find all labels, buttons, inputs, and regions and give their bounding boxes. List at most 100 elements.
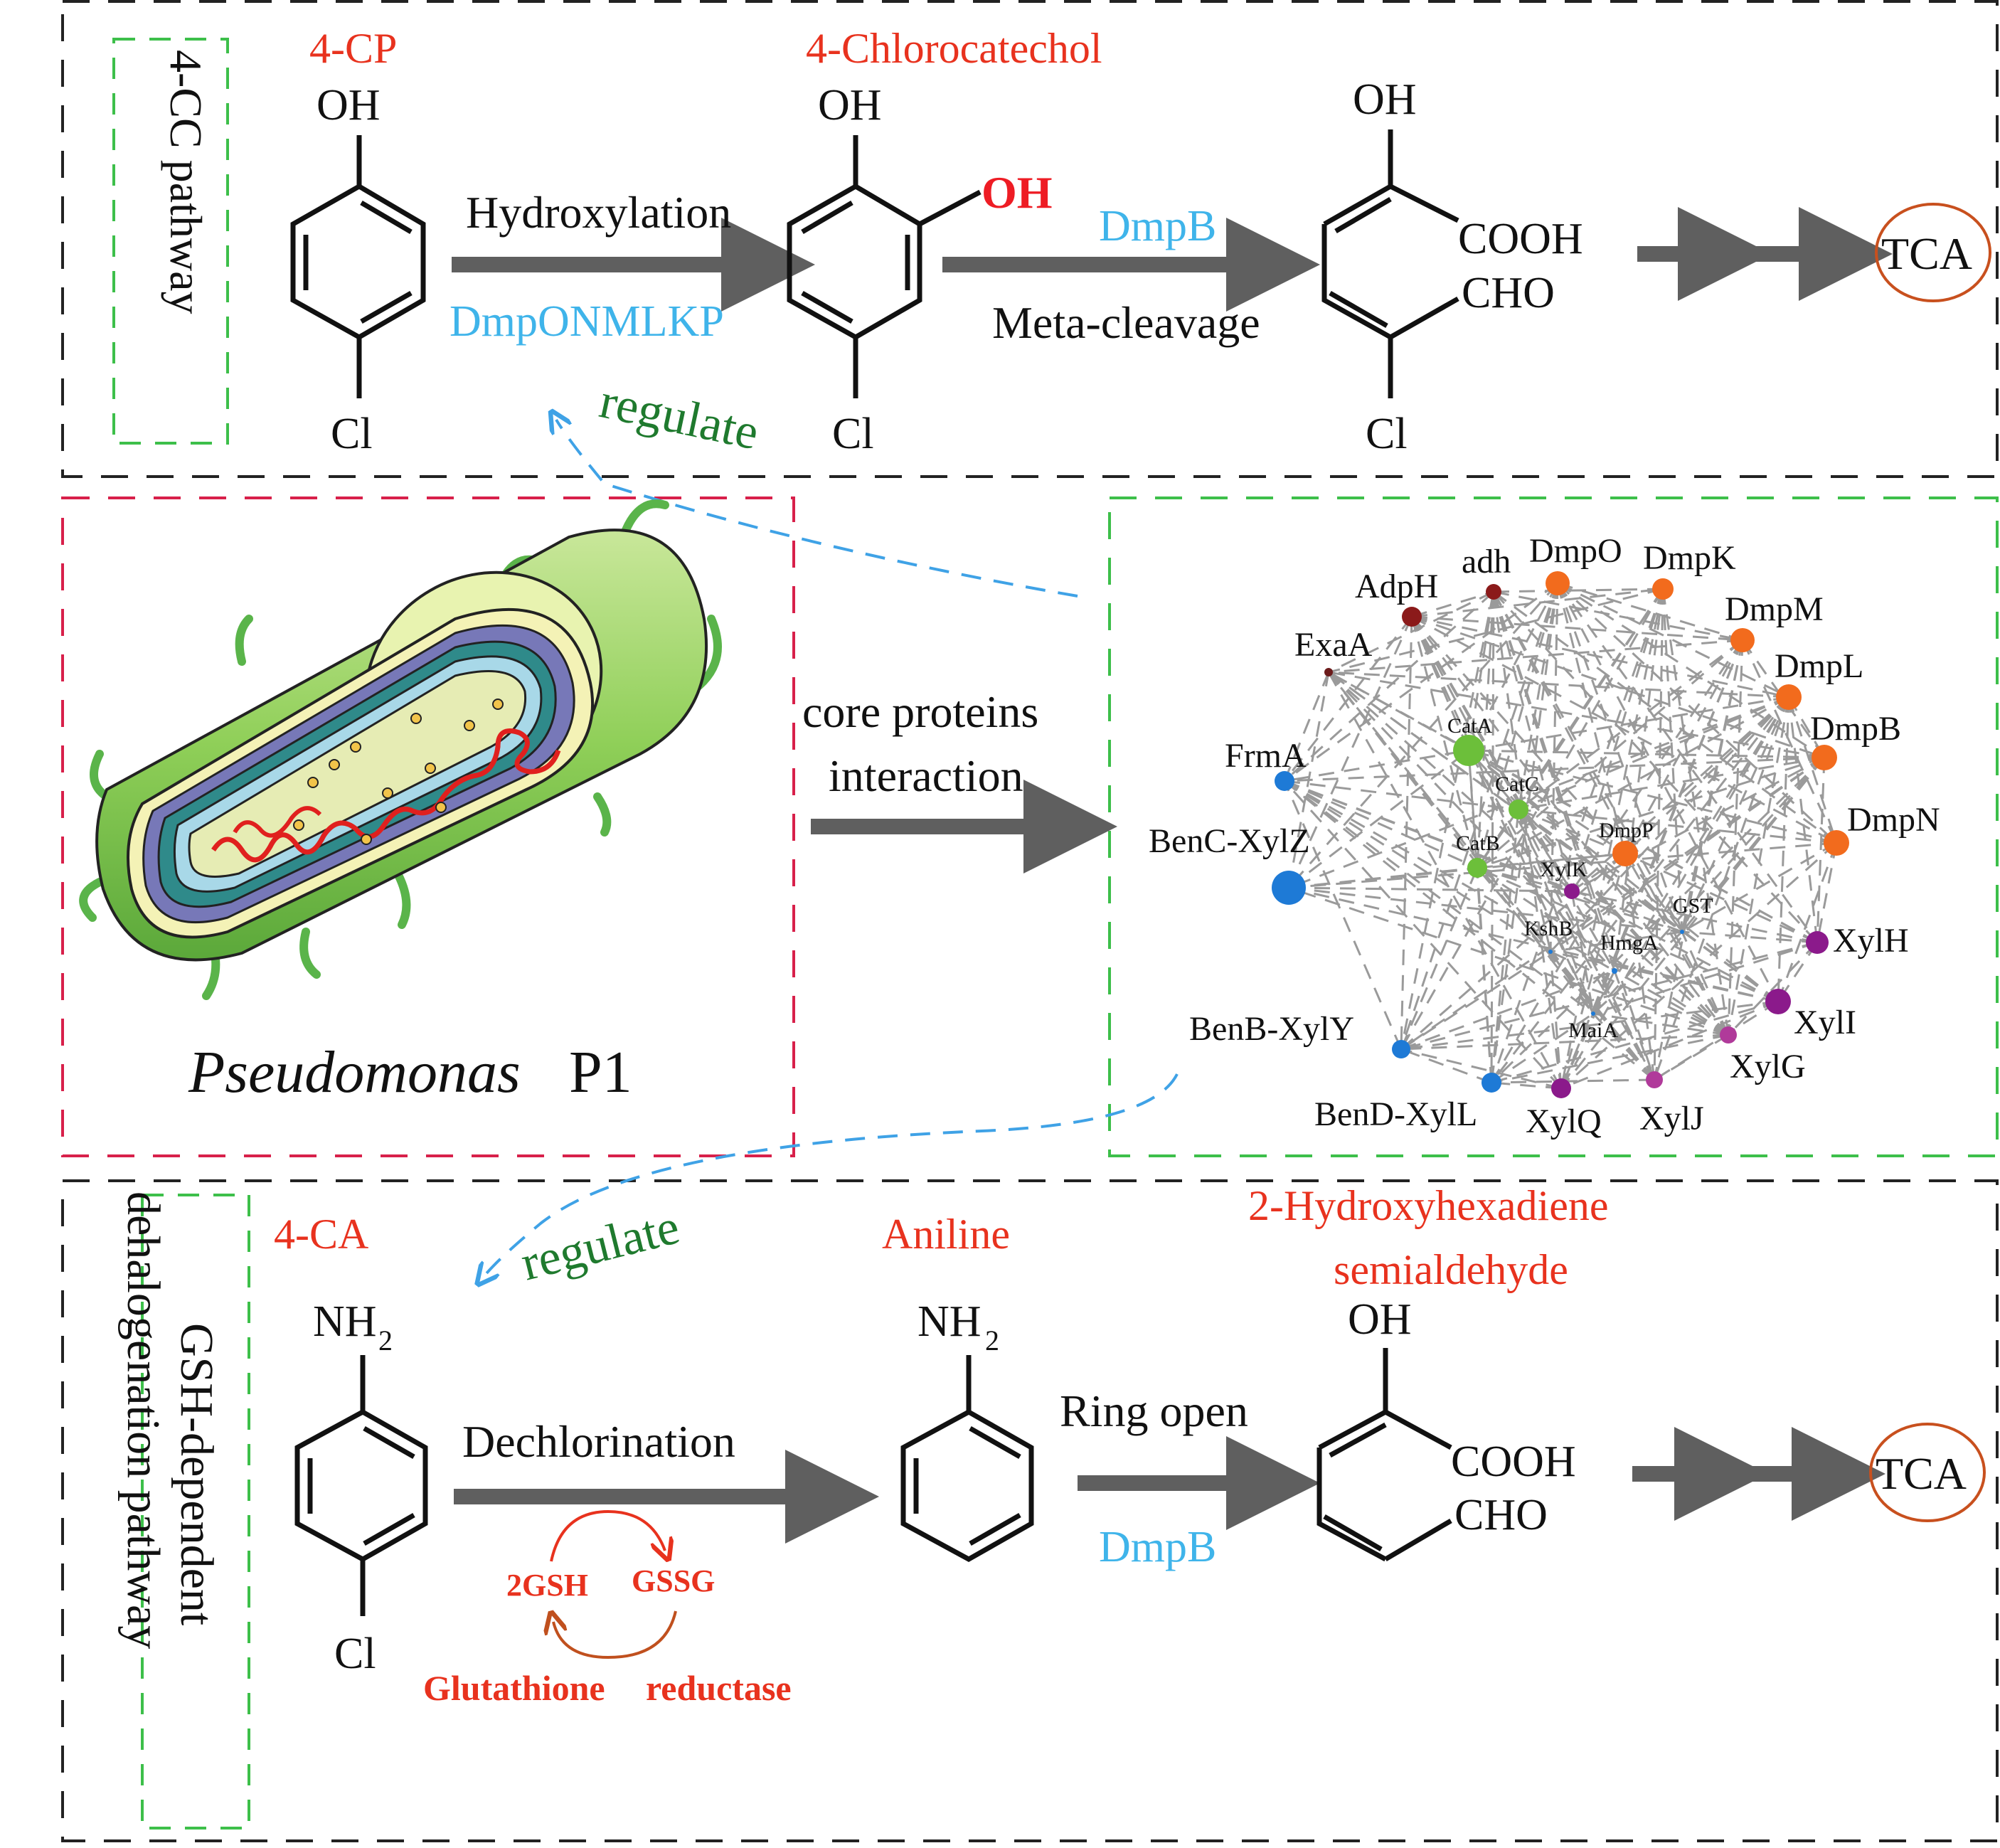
network-edge: [1560, 757, 1826, 1089]
network-edge: [1411, 615, 1743, 642]
network-edges: [1283, 582, 1838, 1090]
network-edge: [1411, 615, 1825, 759]
network-node-gst: [1680, 930, 1684, 934]
network-edge: [1284, 780, 1519, 811]
compound-3-cl: Cl: [1366, 410, 1408, 458]
tca-circle-bottom: [1869, 1423, 1986, 1522]
network-edge: [1284, 780, 1655, 1081]
network-edge: [1549, 583, 1559, 952]
network-edge: [1288, 841, 1837, 889]
network-node-label: BenC-XylZ: [1149, 822, 1310, 860]
network-edge: [1410, 616, 1730, 1036]
compound-4ca-name: 4-CA: [274, 1211, 368, 1258]
network-node-dmpk: [1652, 578, 1674, 600]
network-node-adh: [1486, 584, 1501, 600]
network-edge: [1400, 1034, 1729, 1051]
network-node-frma: [1275, 771, 1294, 791]
network-node-xyli: [1765, 989, 1791, 1014]
compound-4cc-cl: Cl: [832, 410, 874, 458]
network-edge: [1727, 696, 1790, 1036]
network-edge: [1556, 583, 1780, 1002]
network-edge: [1624, 852, 1818, 944]
network-edge: [1328, 671, 1779, 1003]
network-edge: [1411, 590, 1494, 618]
network-node-dmpm: [1730, 628, 1755, 652]
network-edge: [1288, 696, 1789, 889]
network-node-xylq: [1551, 1078, 1571, 1098]
compound-4cp-name: 4-CP: [309, 25, 397, 72]
bottom-side-label-line1: GSH-dependent: [171, 1323, 223, 1625]
network-edge: [1410, 615, 1627, 855]
network-edge: [1787, 696, 1819, 943]
network-edge: [1284, 780, 1551, 953]
regulate-arrow-top: [556, 420, 1078, 598]
network-edge: [1468, 749, 1818, 944]
network-edge: [1727, 639, 1744, 1036]
dechlorination-label: Dechlorination: [462, 1416, 735, 1467]
compound-4cp-cl: Cl: [331, 410, 373, 458]
bottom-section-frame: [61, 1179, 1999, 1842]
organism-strain: P1: [569, 1039, 632, 1105]
network-node-dmpp: [1612, 841, 1638, 866]
network-edge: [1592, 970, 1616, 1014]
network-node-xylg: [1720, 1026, 1737, 1044]
gssg-label: GSSG: [632, 1563, 715, 1598]
ring-open-label: Ring open: [1060, 1386, 1248, 1436]
network-node-label: GST: [1673, 894, 1713, 918]
network-node-label: CatA: [1447, 714, 1493, 738]
network-edge: [1476, 591, 1495, 869]
network-edge: [1400, 1048, 1492, 1084]
network-edge: [1477, 639, 1743, 869]
compound-4cc-name: 4-Chlorocatechol: [806, 25, 1102, 72]
network-node-dmpn: [1824, 830, 1849, 856]
regulate-label-top: regulate: [595, 373, 764, 460]
compound-4ca-nh: NH: [313, 1297, 377, 1346]
network-edge: [1624, 853, 1683, 933]
network-node-label: XylG: [1730, 1048, 1806, 1085]
network-edge: [1518, 639, 1743, 811]
network-edge: [1560, 1013, 1595, 1089]
network-node-label: FrmA: [1225, 737, 1307, 775]
interaction-label-line1: core proteins: [802, 686, 1038, 737]
compound-hhs-chain: [1317, 1348, 1452, 1562]
network-node-label: AdpH: [1355, 568, 1438, 605]
network-edge: [1741, 639, 1838, 844]
network-edge: [1400, 583, 1559, 1050]
meta-cleavage-label: Meta-cleavage: [992, 297, 1260, 348]
compound-4cc-ring: [787, 135, 982, 398]
network-edge: [1288, 886, 1683, 933]
network-edge: [1517, 809, 1595, 1014]
network-edge: [1681, 696, 1790, 933]
network-edge: [1468, 749, 1825, 759]
dmpb-label-top: DmpB: [1099, 202, 1216, 250]
network-edge: [1284, 582, 1558, 782]
reductase-label: reductase: [646, 1668, 792, 1708]
network-edge: [1490, 756, 1826, 1084]
gssg-to-gsh-arrow: [553, 1611, 677, 1660]
dmponmlkp-label: DmpONMLKP: [450, 297, 724, 346]
network-edge: [1592, 696, 1790, 1014]
network-edge: [1560, 588, 1664, 1089]
network-node-adph: [1402, 607, 1422, 627]
network-edge: [1570, 696, 1790, 893]
network-node-label: XylK: [1540, 858, 1587, 881]
network-edge: [1493, 590, 1743, 642]
tca-circle-top: [1875, 203, 1991, 302]
gsh-label: 2GSH: [506, 1568, 588, 1603]
network-edge: [1328, 588, 1664, 674]
network-node-label: DmpM: [1725, 590, 1824, 628]
compound-3-chain: [1321, 129, 1459, 398]
network-edge: [1550, 950, 1729, 1036]
compound-4ca-sub: 2: [378, 1324, 393, 1356]
network-edge: [1518, 696, 1789, 811]
network-edge: [1491, 1012, 1594, 1084]
network-edge: [1467, 750, 1479, 869]
network-edge: [1592, 930, 1683, 1015]
network-edge: [1288, 886, 1779, 1003]
network-node-maia: [1591, 1011, 1595, 1016]
network-node-catb: [1467, 858, 1487, 878]
compound-4cc-new-oh: OH: [982, 167, 1053, 218]
network-edge: [1400, 756, 1825, 1051]
